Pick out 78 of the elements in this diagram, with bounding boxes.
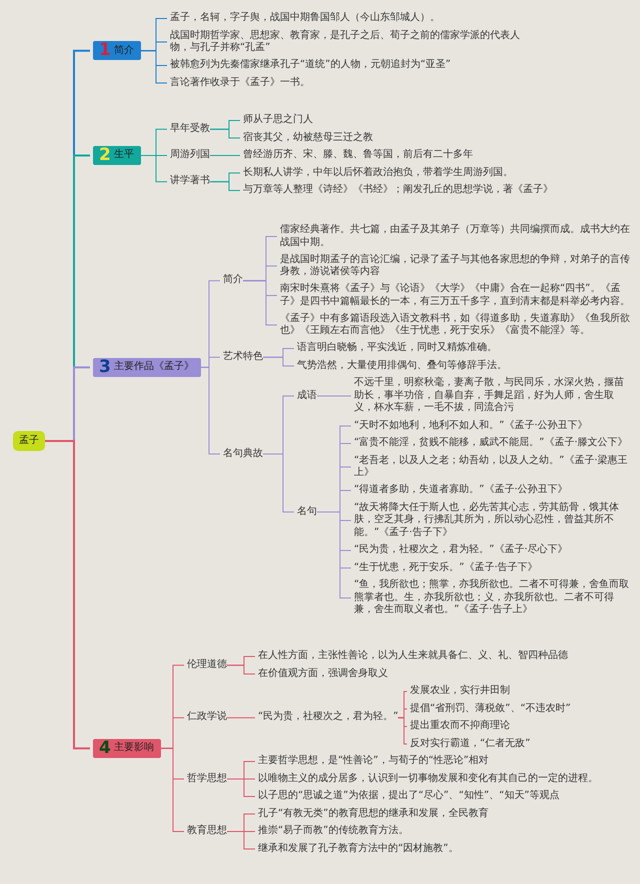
subtopic-text: 仁政学说 [187, 711, 227, 724]
detail-text: 是战国时期孟子的言论汇编，记录了孟子与其他各家思想的争辩，对弟子的言传身教，游说诸侯等内容 [280, 254, 630, 278]
connector-line [226, 664, 256, 674]
subtopic-text: 周游列国 [170, 149, 210, 162]
detail-text: “老吾老，以及人之老；幼吾幼，以及人之幼。”《孟子·梁惠王上》 [354, 454, 632, 480]
connector-line [262, 454, 294, 512]
detail-text: 提倡“省刑罚、薄税敛”、“不违农时” [410, 702, 571, 715]
detail-text: 语言明白晓畅，平实浅近，同时又精炼准确。 [297, 342, 497, 354]
detail-text: 气势浩然，大量使用排偶句、叠句等修辞手法。 [297, 360, 507, 372]
subtopic-text: 成语 [297, 390, 317, 402]
detail-text: 战国时期哲学家、思想家、教育家，是孔子之后、荀子之前的儒家学派的代表人物，与孔子并称“孔孟” [170, 30, 530, 54]
detail-text: “民为贵，社稷次之，君为轻。”《孟子·尽心下》 [354, 544, 568, 556]
detail-text: 宿丧其父，幼被慈母三迁之教 [243, 132, 373, 144]
connector-line [262, 356, 294, 366]
detail-text: 被韩愈列为先秦儒家继承孔子“道统”的人物，元朝追封为“亚圣” [170, 59, 451, 72]
branch-title: 简介 [114, 44, 134, 57]
detail-text: 继承和发展了孔子教育方法中的“因材施教”。 [258, 842, 458, 855]
branch-number: 1 [99, 42, 111, 60]
branch-box [93, 358, 201, 377]
connector-line [140, 155, 168, 182]
detail-text: 曾经游历齐、宋、滕、魏、鲁等国，前后有二十多年 [243, 149, 473, 162]
branch-title: 主要作品《孟子》 [114, 361, 194, 374]
subtopic-text: 早年受教 [170, 122, 210, 136]
detail-text: 发展农业，实行井田制 [410, 685, 510, 698]
detail-text: 与万章等人整理《诗经》《书经》；阐发孔丘的思想学说，著《孟子》 [243, 184, 553, 196]
detail-text: 不远千里，明察秋毫，妻离子散，与民同乐，水深火热，揠苗助长，事半功倍，自暴自弃，手舞足蹈，好为人师，舍生取义，杯水车薪，一毛不拔，同流合污 [354, 377, 632, 414]
detail-text: 言论著作收录于《孟子》一书。 [170, 76, 310, 89]
subtopic-text: 哲学思想 [187, 772, 227, 785]
detail-text: 在人性方面，主张性善论，以为人生来就具备仁、义、礼、智四种品德 [258, 650, 568, 662]
connector-line [45, 440, 90, 750]
branch-box [93, 146, 141, 165]
connector-line [160, 748, 184, 832]
connector-line [226, 717, 256, 718]
detail-text: 长期私人讲学，中年以后怀着政治抱负，带着学生周游列国。 [243, 166, 513, 179]
connector-line [210, 128, 240, 138]
central-topic: 孟子 [13, 430, 45, 451]
subtopic-text: 简介 [223, 274, 243, 287]
detail-text: “天时不如地利，地利不如人和。”《孟子·公孙丑下》 [354, 420, 588, 432]
detail-text: 主要哲学思想，是“性善论”，与荀子的“性恶论”相对 [258, 755, 489, 768]
subtopic-text: 名句典故 [223, 448, 263, 460]
detail-text: “鱼，我所欲也；熊掌，亦我所欲也。二者不可得兼，舍鱼而取熊掌者也。生，亦我所欲也；义，亦我所欲也。二者不可得兼，舍生而取义者也。”《孟子·告子上》 [354, 579, 632, 616]
detail-text: 《孟子》中有多篇语段选入语文教科书，如《得道多助，失道寡助》《鱼我所欲也》《王顾左右而言他》《生于忧患，死于安乐》《富贵不能淫》等。 [280, 312, 630, 338]
detail-text: “故天将降大任于斯人也，必先苦其心志，劳其筋骨，饿其体肤，空乏其身，行拂乱其所为，所以动心忍性，曾益其所不能。”《孟子·告子下》 [354, 502, 632, 539]
branch-number: 4 [99, 740, 111, 757]
detail-text: “富贵不能淫，贫贱不能移，威武不能屈。”《孟子·滕文公下》 [354, 437, 628, 450]
subtopic-text: 教育思想 [187, 825, 227, 838]
detail-text: 师从子思之门人 [243, 114, 313, 126]
branch-number: 3 [99, 358, 111, 376]
connector-line [398, 717, 408, 744]
subtopic-text: 伦理道德 [187, 658, 227, 672]
detail-text: 儒家经典著作。共七篇，由孟子及其弟子（万章等）共同编撰而成。成书大约在战国中期。 [280, 224, 630, 249]
detail-text: 在价值观方面，强调舍身取义 [258, 668, 388, 680]
detail-text: 孔子“有教无类”的教育思想的继承和发展，全民教育 [258, 808, 488, 820]
detail-text: 以唯物主义的成分居多，认识到一切事物发展和变化有其自己的一定的进程。 [258, 772, 598, 785]
detail-text: 孟子，名轲，字子舆，战国中期鲁国邹人（今山东邹城人）。 [170, 12, 440, 24]
branch-number: 2 [99, 147, 111, 164]
subtopic-text: 艺术特色 [223, 350, 263, 364]
branch-box [93, 738, 161, 758]
detail-text: 推崇“易子而教”的传统教育方法。 [258, 825, 408, 838]
subtopic-text: 讲学著书 [170, 175, 210, 188]
connector-line [226, 778, 256, 797]
detail-text: “生于忧患，死于安乐。”《孟子·告子下》 [354, 562, 538, 574]
connector-line [210, 181, 240, 191]
connector-line [226, 831, 256, 850]
connector-line [140, 50, 168, 84]
detail-text: 以子思的“思诚之道”为依据，提出了“尽心”、“知性”、“知天”等观点 [258, 790, 560, 802]
subtopic-text: “民为贵，社稷次之，君为轻。” [258, 711, 398, 724]
subtopic-text: 名句 [297, 506, 317, 518]
detail-text: “得道者多助，失道者寡助。”《孟子·公孙丑下》 [354, 484, 568, 496]
connector-line [200, 366, 220, 454]
connector-line [316, 512, 352, 598]
detail-text: 反对实行霸道，“仁者无敌” [410, 738, 530, 750]
branch-title: 生平 [114, 149, 134, 162]
branch-title: 主要影响 [114, 742, 154, 755]
detail-text: 提出重农而不抑商理论 [410, 720, 510, 732]
detail-text: 南宋时朱熹将《孟子》与《论语》《大学》《中庸》合在一起称“四书”。《孟子》是四书中篇幅最长的一本，有三万五千多字，直到清末都是科举必考内容。 [280, 283, 630, 308]
connector-line [210, 155, 240, 156]
branch-box [93, 41, 141, 60]
